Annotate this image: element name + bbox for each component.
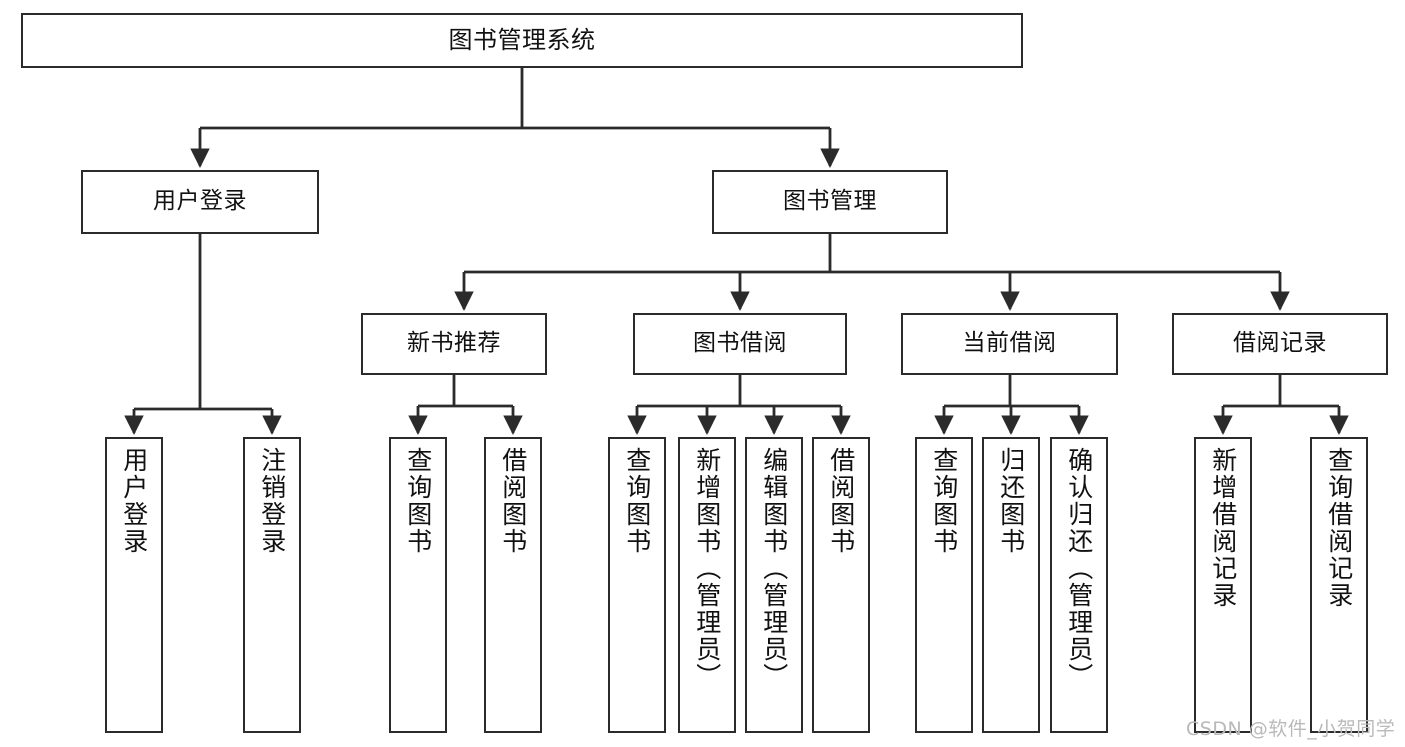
node-label: 新增图书（管理员） — [692, 447, 722, 690]
node-current-borrow[interactable]: 当前借阅 — [901, 313, 1118, 375]
leaf-current-confirm-return-admin[interactable]: 确认归还（管理员） — [1050, 437, 1108, 733]
node-label: 借阅图书 — [826, 447, 856, 555]
node-label: 确认归还（管理员） — [1064, 447, 1094, 690]
node-book-borrow[interactable]: 图书借阅 — [633, 313, 847, 375]
node-label: 图书管理 — [783, 188, 877, 215]
leaf-record-query-record[interactable]: 查询借阅记录 — [1310, 437, 1368, 733]
node-label: 查询图书 — [929, 447, 959, 555]
node-label: 查询图书 — [403, 447, 433, 555]
leaf-current-return-book[interactable]: 归还图书 — [982, 437, 1040, 733]
leaf-recommend-borrow-book[interactable]: 借阅图书 — [484, 437, 542, 733]
watermark: CSDN @软件_小贺同学 — [1186, 718, 1396, 740]
node-label: 新书推荐 — [407, 330, 501, 357]
node-label: 用户登录 — [153, 188, 247, 215]
node-label: 图书借阅 — [693, 330, 787, 357]
leaf-borrow-add-book-admin[interactable]: 新增图书（管理员） — [678, 437, 736, 733]
leaf-recommend-query-book[interactable]: 查询图书 — [389, 437, 447, 733]
leaf-user-login-logout[interactable]: 注销登录 — [243, 437, 301, 733]
leaf-user-login-login[interactable]: 用户登录 — [105, 437, 163, 733]
node-label: 注销登录 — [257, 447, 287, 555]
node-borrow-record[interactable]: 借阅记录 — [1172, 313, 1388, 375]
node-user-login[interactable]: 用户登录 — [81, 170, 319, 234]
leaf-current-query-book[interactable]: 查询图书 — [915, 437, 973, 733]
node-label: 新增借阅记录 — [1208, 447, 1238, 609]
node-label: 借阅记录 — [1233, 330, 1327, 357]
node-label: 归还图书 — [996, 447, 1026, 555]
node-new-book-recommend[interactable]: 新书推荐 — [361, 313, 547, 375]
node-root-system[interactable]: 图书管理系统 — [21, 13, 1023, 68]
node-label: 用户登录 — [119, 447, 149, 555]
node-label: 借阅图书 — [498, 447, 528, 555]
node-label: 查询借阅记录 — [1324, 447, 1354, 609]
leaf-borrow-edit-book-admin[interactable]: 编辑图书（管理员） — [745, 437, 803, 733]
node-label: 图书管理系统 — [448, 26, 596, 55]
node-label: 编辑图书（管理员） — [759, 447, 789, 690]
node-label: 当前借阅 — [962, 330, 1057, 357]
node-label: 查询图书 — [622, 447, 652, 555]
leaf-record-add-record[interactable]: 新增借阅记录 — [1194, 437, 1252, 733]
leaf-borrow-query-book[interactable]: 查询图书 — [608, 437, 666, 733]
leaf-borrow-borrow-book[interactable]: 借阅图书 — [812, 437, 870, 733]
node-book-management[interactable]: 图书管理 — [712, 170, 948, 234]
